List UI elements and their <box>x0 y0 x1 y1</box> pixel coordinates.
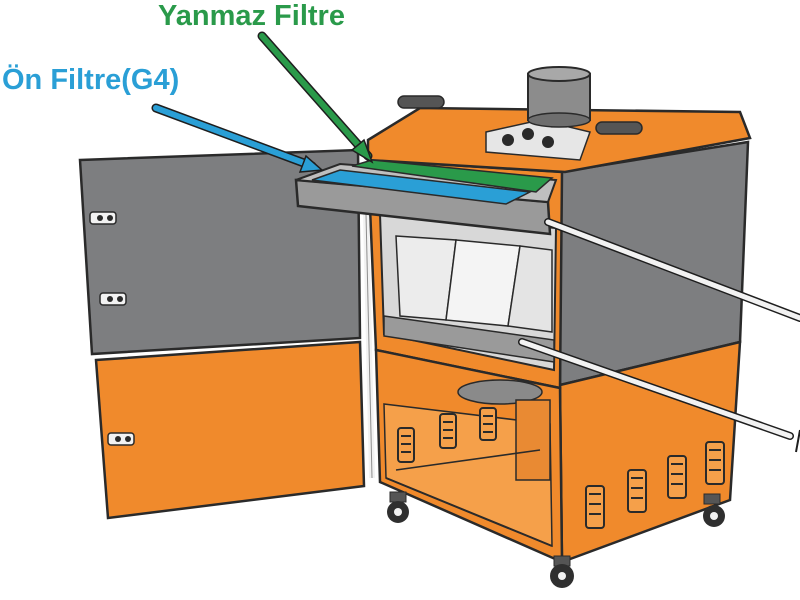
hinge-icon <box>89 211 117 225</box>
handle-icon <box>397 95 445 109</box>
knob-icon <box>522 128 534 140</box>
vent-grille-icon <box>479 407 497 441</box>
hinge-icon <box>99 292 127 306</box>
vent-grille-icon <box>397 427 415 463</box>
pre-filter-label: Ön Filtre(G4) <box>2 64 180 96</box>
open-door <box>78 148 366 520</box>
door-lower-panel <box>94 340 366 520</box>
vent-grille-icon <box>439 413 457 449</box>
arrow-lower-gray <box>518 338 794 440</box>
exhaust-chimney <box>527 66 591 128</box>
knob-icon <box>542 136 554 148</box>
fireproof-filter <box>351 159 554 193</box>
knob-icon <box>502 134 514 146</box>
vent-grille-icon <box>585 485 605 529</box>
interior-rail <box>383 315 555 363</box>
handle-icon <box>595 121 643 135</box>
hinge-icon <box>107 432 135 446</box>
fireproof-filter-label: Yanmaz Filtre <box>158 0 345 32</box>
arrow-upper-gray <box>544 218 800 322</box>
vent-grille-icon <box>705 441 725 485</box>
caster-icon <box>387 491 409 523</box>
vent-grille-icon <box>627 469 647 513</box>
cabinet <box>363 66 752 564</box>
arrow-pre-filter <box>151 103 324 173</box>
pre-filter <box>311 169 533 205</box>
arrow-fireproof-filter <box>257 31 374 164</box>
caster-icon <box>550 555 574 588</box>
vent-grille-icon <box>667 455 687 499</box>
caster-icon <box>703 493 725 527</box>
filter-drawer <box>294 159 558 236</box>
